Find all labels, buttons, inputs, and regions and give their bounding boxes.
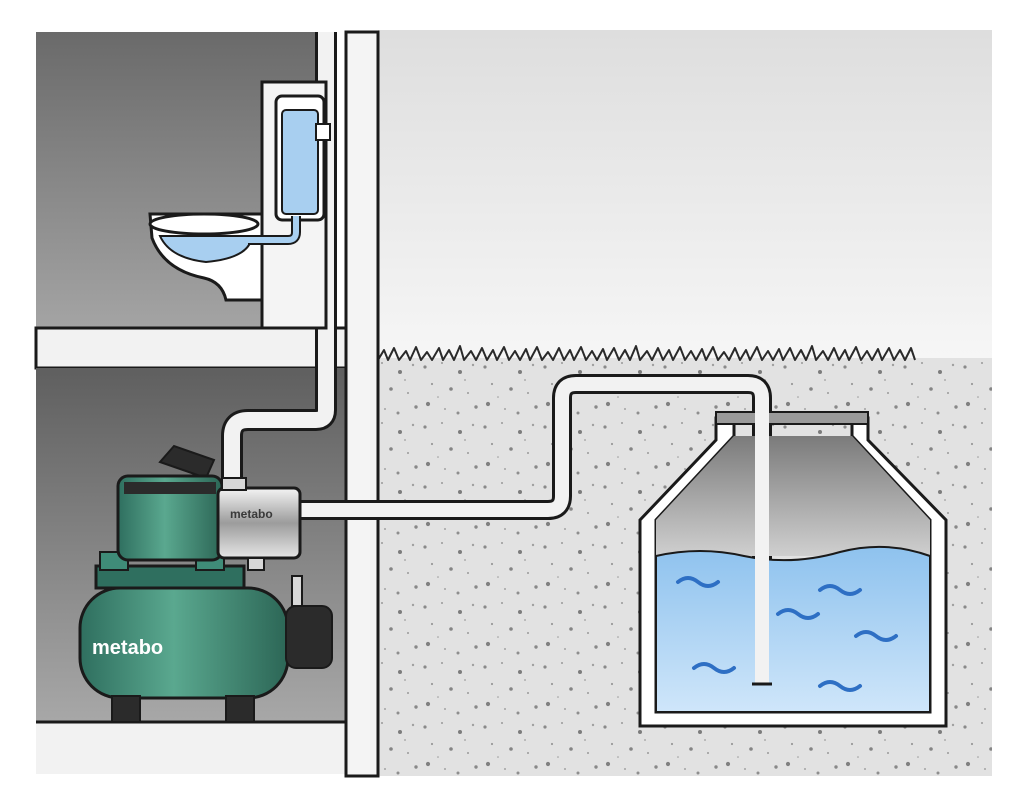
floor-slab bbox=[34, 326, 348, 370]
pump-brand-label: metabo bbox=[230, 507, 273, 521]
cistern-icon bbox=[638, 411, 948, 728]
tank-brand-label: metabo bbox=[92, 637, 163, 659]
outdoor-sky bbox=[378, 30, 992, 360]
house-wall bbox=[344, 30, 380, 778]
toilet-icon bbox=[148, 80, 331, 330]
basement-floor bbox=[36, 722, 346, 774]
cistern-water bbox=[655, 545, 931, 713]
pump-icon: metabo bbox=[116, 444, 302, 571]
grass-icon bbox=[377, 345, 916, 361]
